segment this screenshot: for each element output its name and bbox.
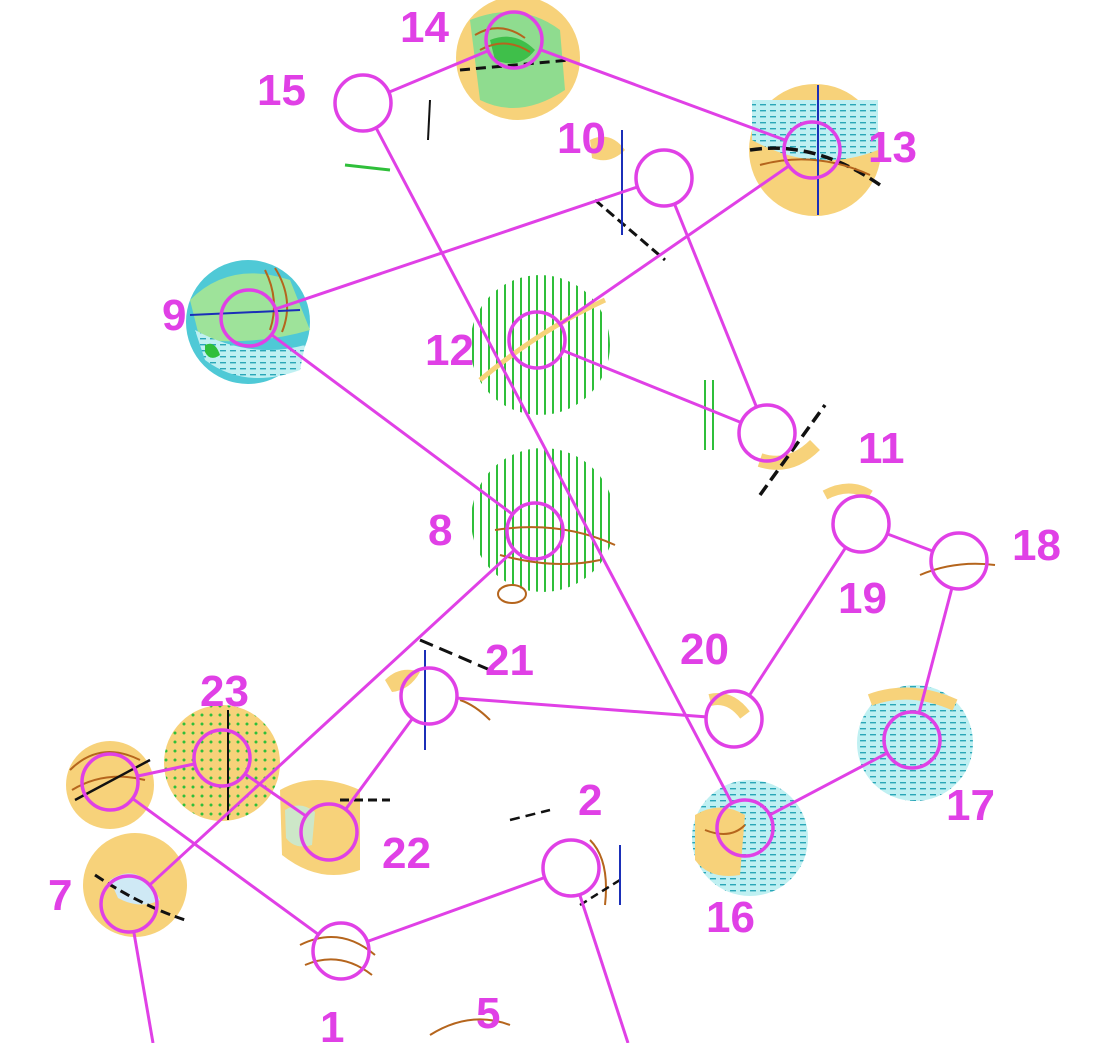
control-label-11: 11 (858, 424, 905, 473)
course-leg-14-15 (388, 49, 489, 94)
course-leg-1-2 (366, 876, 546, 943)
control-labels: 1 2 5 7 8 9 10 11 12 13 14 15 16 17 18 1… (48, 3, 1061, 1043)
control-circle-7 (99, 874, 159, 934)
course-leg-15-16 (374, 127, 734, 804)
control-circle-2 (541, 838, 601, 898)
control-label-13: 13 (868, 123, 917, 172)
control-label-17: 17 (946, 781, 995, 830)
course-leg-16-17 (769, 751, 888, 817)
control-circle-1 (311, 921, 371, 981)
course-leg-24-1 (131, 797, 320, 936)
course-leg-9-10 (275, 185, 638, 311)
course-leg-22-23 (244, 772, 307, 818)
control-circle-11 (737, 403, 797, 463)
control-circle-12 (507, 310, 567, 370)
control-label-14: 14 (400, 3, 449, 52)
control-circle-10 (634, 148, 694, 208)
control-label-2: 2 (578, 776, 602, 825)
control-label-19: 19 (838, 574, 887, 623)
control-circle-13 (782, 120, 842, 180)
control-circle-15 (333, 73, 393, 133)
course-leg-20-21 (456, 696, 707, 719)
course-leg-11-12 (562, 349, 742, 424)
control-label-9: 9 (162, 291, 186, 340)
control-label-10: 10 (557, 114, 606, 163)
course-legs (131, 48, 954, 1043)
control-circles (80, 10, 989, 981)
course-leg-18-19 (886, 532, 934, 553)
control-label-12: 12 (425, 326, 474, 375)
control-circle-14 (484, 10, 544, 70)
course-leg-8-9 (270, 333, 514, 516)
terrain-patches (66, 0, 996, 1036)
course-leg-7-7off (132, 931, 155, 1043)
course-leg-19-20 (748, 546, 847, 697)
course-leg-17-18 (917, 587, 954, 714)
control-circle-20 (704, 689, 764, 749)
control-label-8: 8 (428, 506, 452, 555)
control-label-18: 18 (1012, 521, 1061, 570)
control-label-20: 20 (680, 625, 729, 674)
course-leg-2-2off (578, 894, 630, 1043)
course-leg-13-14 (539, 48, 787, 142)
control-circle-22 (299, 802, 359, 862)
control-circle-16 (715, 798, 775, 858)
control-circle-23 (192, 728, 252, 788)
control-label-7: 7 (48, 871, 72, 920)
control-circle-19 (831, 494, 891, 554)
course-leg-10-11 (673, 203, 758, 408)
control-circle-21 (399, 666, 459, 726)
control-circle-24 (80, 752, 140, 812)
control-label-22: 22 (382, 829, 431, 878)
course-leg-7-8 (148, 548, 516, 887)
control-label-15: 15 (257, 66, 306, 115)
course-leg-21-22 (344, 717, 414, 811)
control-circle-9 (219, 288, 279, 348)
control-label-1: 1 (320, 1003, 344, 1043)
control-label-23: 23 (200, 667, 249, 716)
control-circle-18 (929, 531, 989, 591)
control-label-5: 5 (476, 989, 500, 1038)
control-label-16: 16 (706, 893, 755, 942)
course-leg-23-24 (137, 762, 195, 778)
control-label-21: 21 (485, 636, 534, 685)
control-circle-8 (505, 501, 565, 561)
course-leg-12-13 (559, 164, 790, 326)
control-circle-17 (882, 710, 942, 770)
